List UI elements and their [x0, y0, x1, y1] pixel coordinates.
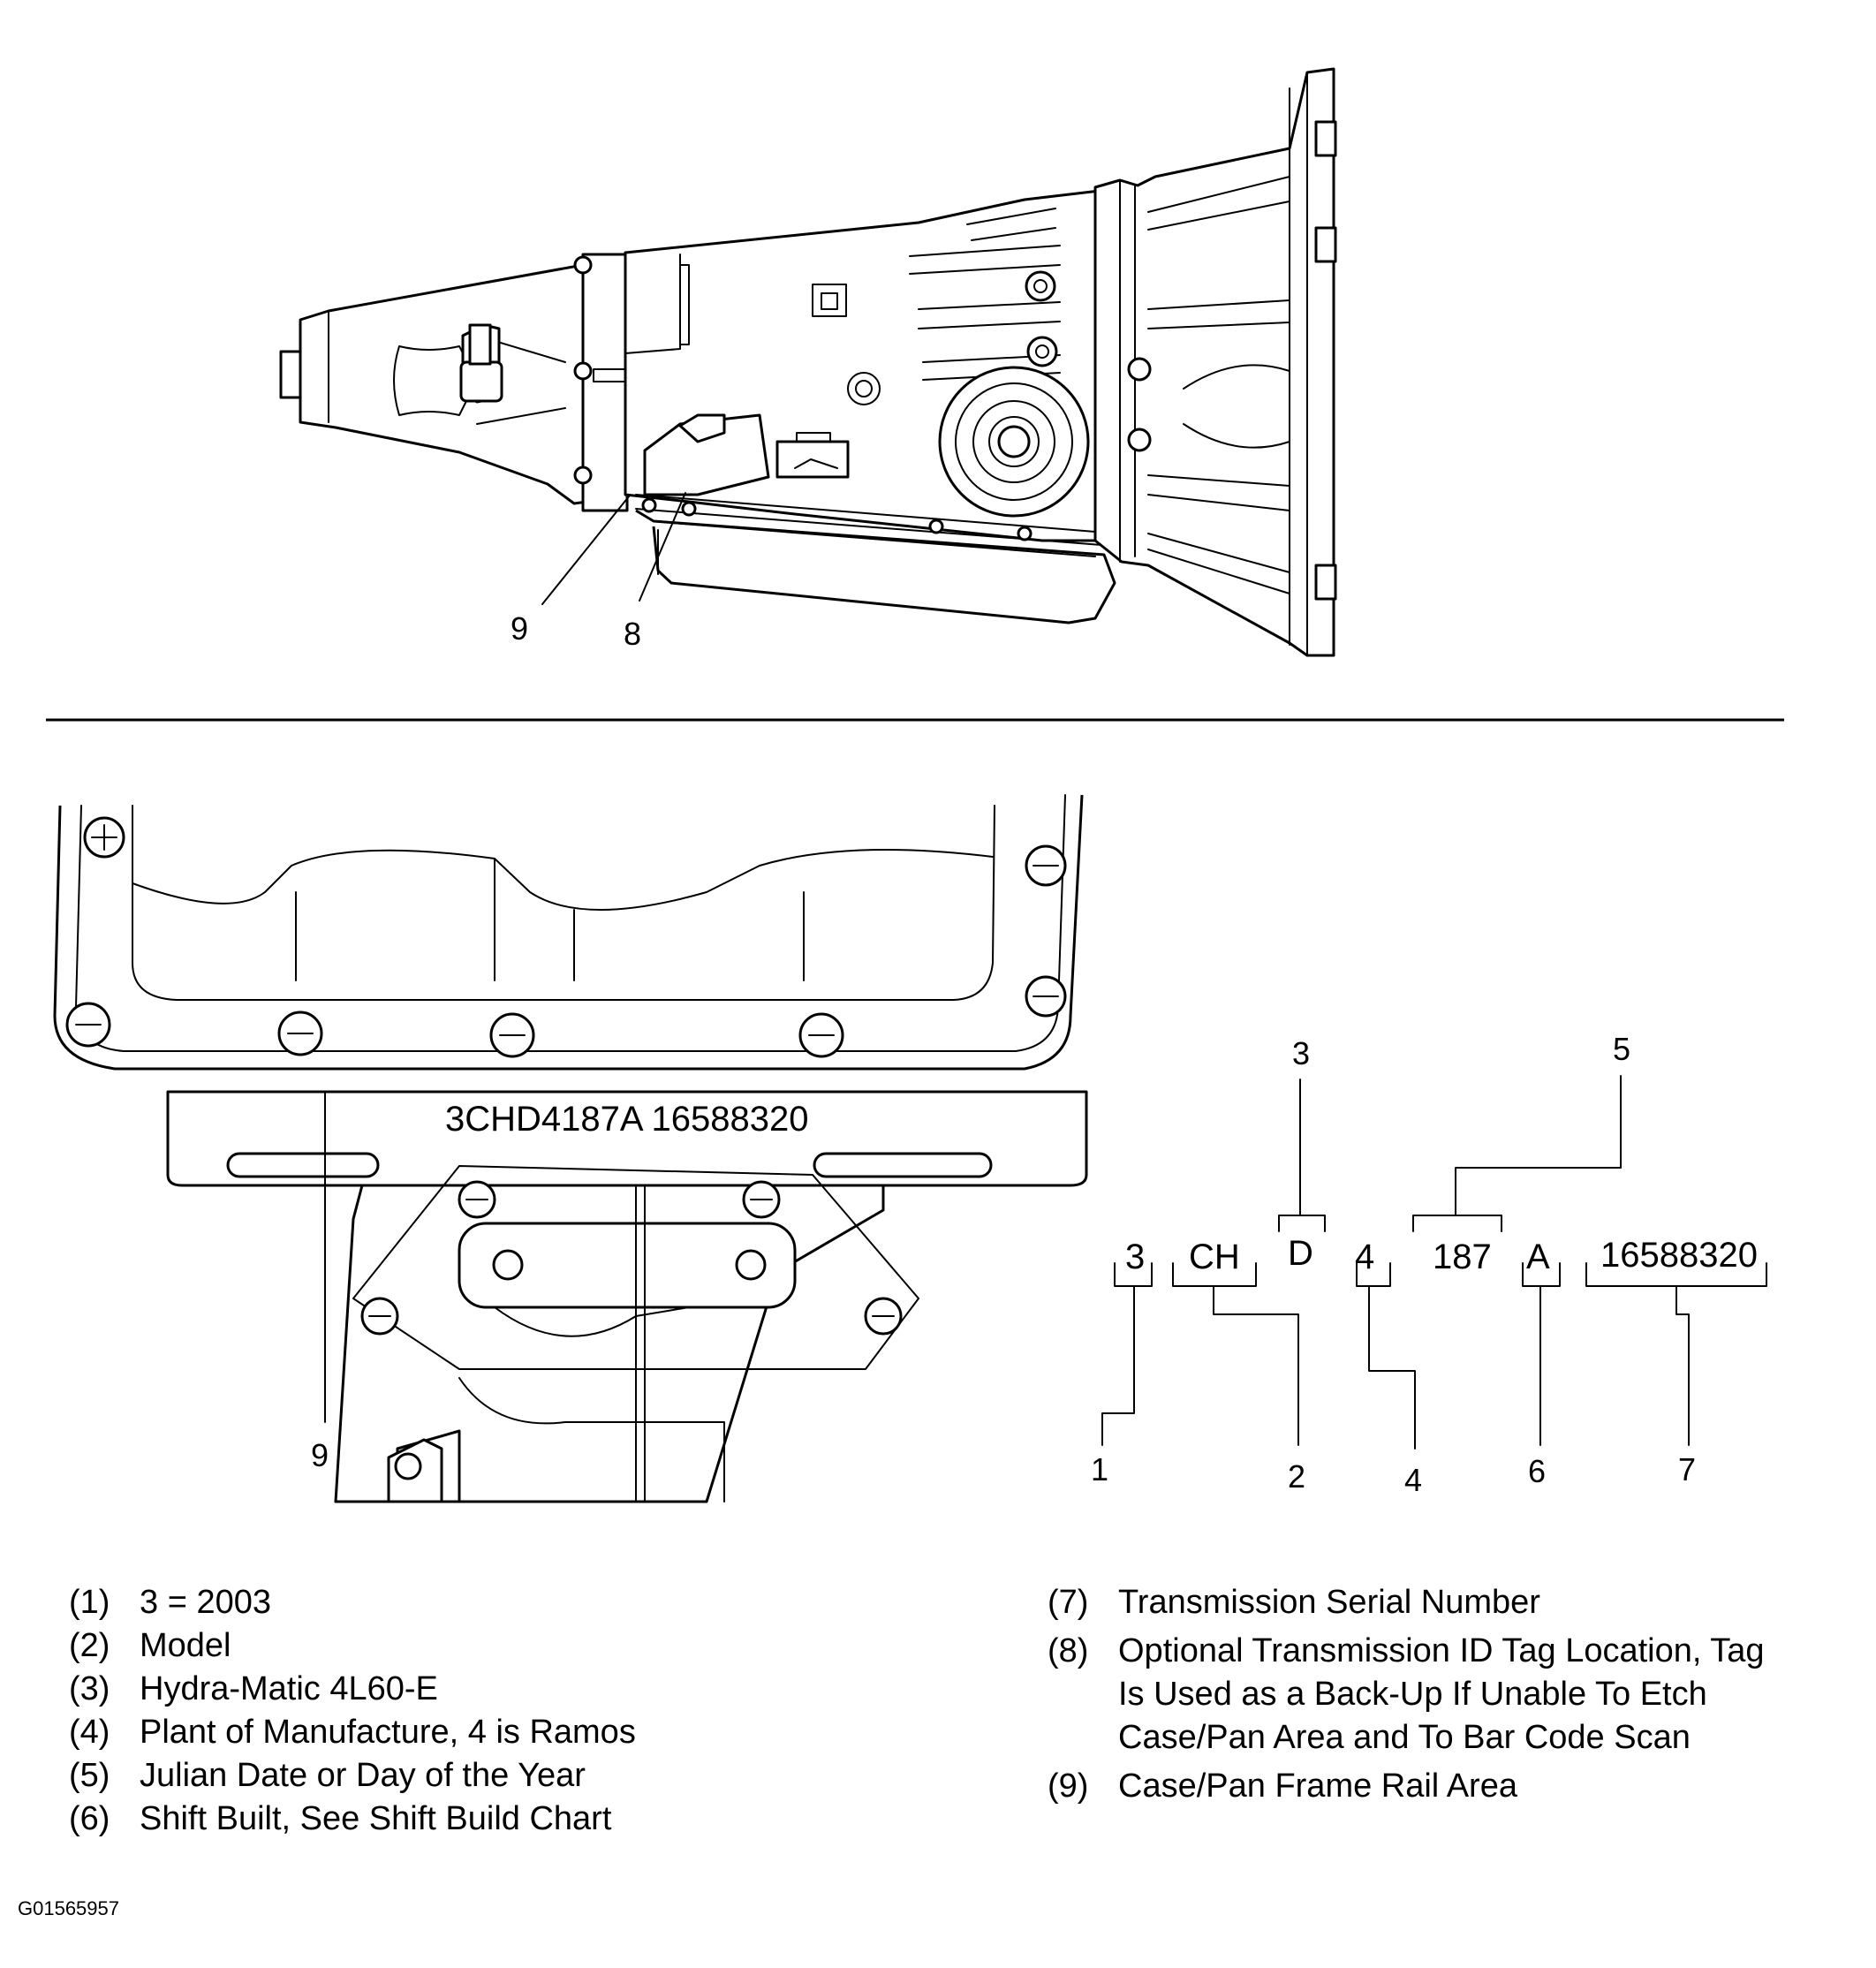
- legend-right: (7)Transmission Serial Number (8)Optiona…: [1048, 1581, 1765, 1808]
- pan-bolts: [65, 816, 1067, 1058]
- code-seg-year: 3: [1125, 1238, 1145, 1276]
- lower-label-4: 4: [1404, 1462, 1422, 1498]
- upper-label-3: 3: [1292, 1035, 1310, 1071]
- legend-left: (1)3 = 2003 (2)Model (3)Hydra-Matic 4L60…: [69, 1581, 636, 1841]
- lower-label-6: 6: [1528, 1453, 1546, 1489]
- lower-label-7: 7: [1678, 1451, 1696, 1487]
- code-seg-shift: A: [1526, 1238, 1550, 1276]
- code-seg-model: CH: [1189, 1238, 1240, 1276]
- transmission-side-view: 9 8: [279, 67, 1337, 657]
- code-seg-type: D: [1288, 1234, 1313, 1273]
- legend-item: (4)Plant of Manufacture, 4 is Ramos: [69, 1714, 636, 1751]
- legend-item: (9)Case/Pan Frame Rail Area: [1048, 1767, 1517, 1805]
- legend-item: (1)3 = 2003: [69, 1584, 271, 1621]
- code-seg-plant: 4: [1355, 1238, 1374, 1276]
- legend-item: (3)Hydra-Matic 4L60-E: [69, 1670, 438, 1707]
- code-seg-julian: 187: [1433, 1238, 1492, 1276]
- legend-item: (5)Julian Date or Day of the Year: [69, 1757, 586, 1794]
- legend-item: (8)Optional Transmission ID Tag Location…: [1048, 1632, 1765, 1756]
- etched-code: 3CHD4187A 16588320: [445, 1100, 808, 1139]
- top-callout-9: 9: [511, 610, 528, 647]
- figure-id: G01565957: [18, 1897, 119, 1919]
- lower-label-1: 1: [1091, 1451, 1108, 1487]
- legend-item: (2)Model: [69, 1627, 231, 1664]
- lower-label-2: 2: [1288, 1458, 1305, 1495]
- code-breakdown: 3 5 3 CH D 4 187 A 16588320 1 2 4 6 7: [1091, 1031, 1767, 1498]
- legend-item: (6)Shift Built, See Shift Build Chart: [69, 1800, 612, 1837]
- legend-item: (7)Transmission Serial Number: [1048, 1584, 1540, 1621]
- top-callout-8: 8: [624, 616, 641, 652]
- bottom-callout-9: 9: [311, 1437, 329, 1473]
- code-seg-serial: 16588320: [1600, 1236, 1758, 1275]
- upper-label-5: 5: [1613, 1031, 1630, 1067]
- pan-bottom-view: 3CHD4187A 16588320 9: [53, 794, 1088, 1503]
